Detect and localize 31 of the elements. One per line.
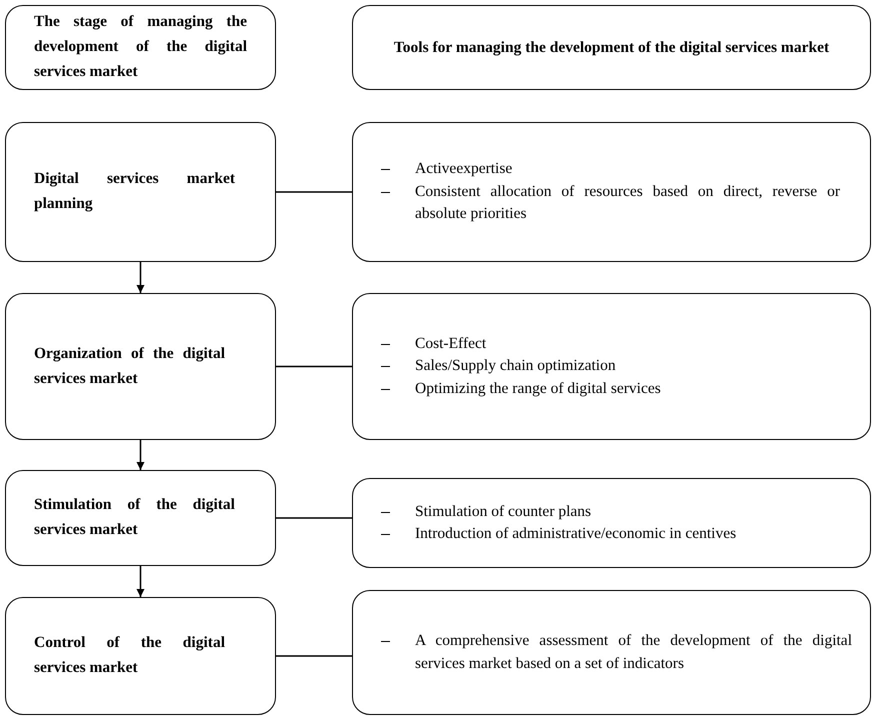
list-item-text: Sales/Supply chain optimization xyxy=(415,357,616,374)
stage-box xyxy=(5,597,276,715)
list-item-text: Introduction of administrative/economic in centives xyxy=(415,525,736,542)
tools-box xyxy=(352,122,871,262)
list-item-text: Cost-Effect xyxy=(415,334,486,352)
stage-label: The stage of managing the development of the digital services market xyxy=(33,12,248,82)
stage-box xyxy=(5,470,276,566)
tools-box xyxy=(352,590,871,715)
stage-box xyxy=(5,5,276,90)
list-item-text: Stimulation of counter plans xyxy=(415,502,592,520)
arrow xyxy=(136,440,144,470)
stage-box xyxy=(5,293,276,440)
column-heading: Tools for managing the development of the digital services market xyxy=(392,38,830,58)
stage-label: Organization of the digital services market xyxy=(33,344,226,388)
arrow xyxy=(136,262,144,293)
header-box xyxy=(352,5,871,90)
connector-line xyxy=(276,655,352,657)
stage-label: Stimulation of the digital services market xyxy=(33,495,236,540)
tools-box xyxy=(352,293,871,440)
stage-box xyxy=(5,122,276,262)
connector-line xyxy=(276,191,352,193)
stage-label: Digital services market planning xyxy=(33,169,236,214)
stage-label: Control of the digital services market xyxy=(33,633,226,678)
arrow xyxy=(136,566,144,597)
tools-box xyxy=(352,478,871,568)
connector-line xyxy=(276,517,352,519)
list-item-text: Optimizing the range of digital services xyxy=(415,380,661,397)
list-item-text: Consistent allocation of resources based on direct, reverse or absolute priorities xyxy=(415,182,840,222)
list-item-text: A comprehensive assessment of the development of the digital services market based on a set of indicators xyxy=(415,632,852,672)
connector-line xyxy=(276,366,352,368)
list-item-text: Activeexpertise xyxy=(415,160,512,178)
